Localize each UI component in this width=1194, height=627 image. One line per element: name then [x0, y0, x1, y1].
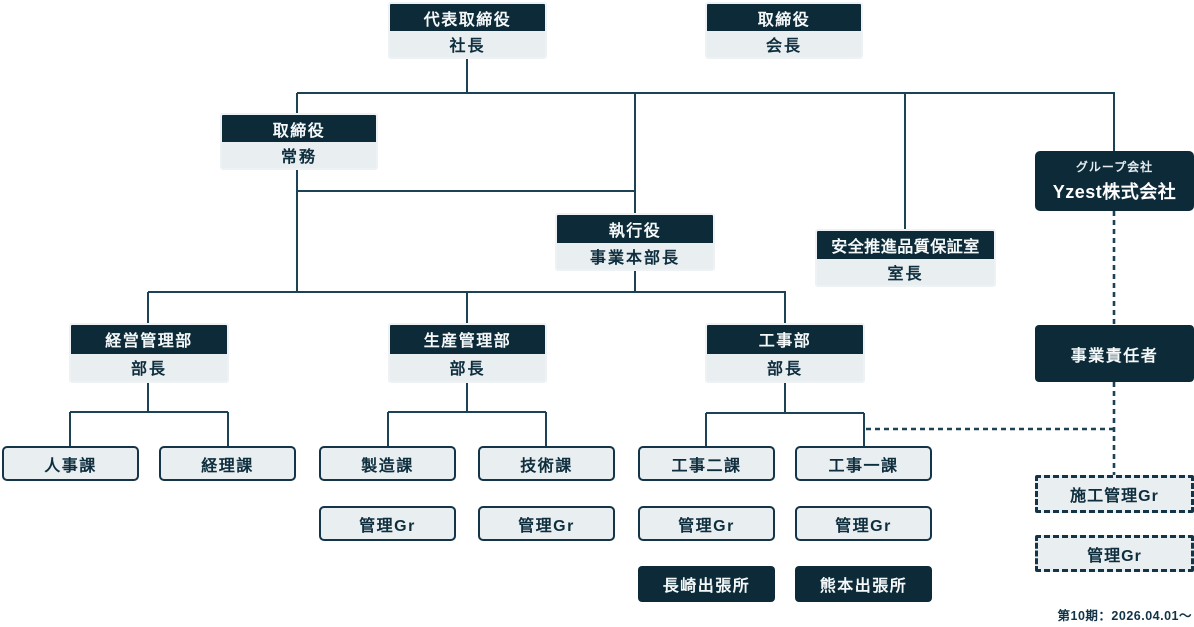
- node-senior-md-title: 取締役: [222, 115, 376, 143]
- node-executive-officer-post: 事業本部長: [557, 242, 713, 269]
- node-mgmt-gr-construction1: 管理Gr: [795, 506, 932, 541]
- node-safety-quality-office-title: 安全推進品質保証室: [817, 231, 994, 259]
- node-hr-section: 人事課: [2, 446, 139, 481]
- node-chairman-title: 取締役: [707, 4, 861, 32]
- fiscal-term-caption: 第10期：2026.04.01～: [1057, 609, 1192, 623]
- node-construction-dept-title: 工事部: [707, 325, 863, 354]
- node-construction-section-2: 工事二課: [638, 446, 775, 481]
- node-engineering-section: 技術課: [478, 446, 615, 481]
- node-chairman: 取締役 会長: [705, 2, 863, 59]
- node-chairman-post: 会長: [707, 31, 861, 57]
- node-president-post: 社長: [390, 31, 545, 57]
- line-management-subtree: [69, 383, 229, 446]
- node-executive-officer-title: 執行役: [557, 215, 713, 243]
- node-business-owner: 事業責任者: [1035, 325, 1194, 382]
- node-management-dept-post: 部長: [71, 353, 227, 381]
- node-mgmt-gr-manufacturing: 管理Gr: [319, 506, 456, 541]
- node-management-dept-title: 経営管理部: [71, 325, 227, 354]
- node-president: 代表取締役 社長: [388, 2, 547, 59]
- node-construction-dept: 工事部 部長: [705, 323, 865, 383]
- line-construction-subtree: [705, 383, 865, 446]
- node-production-dept-title: 生産管理部: [390, 325, 545, 354]
- group-company-label: グループ会社: [1075, 160, 1154, 174]
- node-group-company: グループ会社 Yzest株式会社: [1035, 151, 1194, 211]
- node-safety-quality-office-post: 室長: [817, 258, 994, 285]
- node-production-dept: 生産管理部 部長: [388, 323, 547, 383]
- node-kumamoto-branch: 熊本出張所: [795, 566, 932, 602]
- node-management-dept: 経営管理部 部長: [69, 323, 229, 383]
- node-senior-md: 取締役 常務: [220, 113, 378, 170]
- node-mgmt-gr-construction2: 管理Gr: [638, 506, 775, 541]
- line-production-subtree: [387, 383, 547, 446]
- group-company-name: Yzest株式会社: [1052, 182, 1177, 202]
- node-mgmt-gr-engineering: 管理Gr: [478, 506, 615, 541]
- node-nagasaki-branch: 長崎出張所: [638, 566, 775, 602]
- node-accounting-section: 経理課: [159, 446, 296, 481]
- node-construction-dept-post: 部長: [707, 353, 863, 381]
- node-mgmt-gr-group: 管理Gr: [1035, 535, 1194, 572]
- node-safety-quality-office: 安全推進品質保証室 室長: [815, 229, 996, 287]
- node-president-title: 代表取締役: [390, 4, 545, 32]
- node-production-dept-post: 部長: [390, 353, 545, 381]
- node-construction-section-1: 工事一課: [795, 446, 932, 481]
- node-executive-officer: 執行役 事業本部長: [555, 213, 715, 271]
- node-construction-mgmt-gr: 施工管理Gr: [1035, 475, 1194, 513]
- node-senior-md-post: 常務: [222, 142, 376, 168]
- node-manufacturing-section: 製造課: [319, 446, 456, 481]
